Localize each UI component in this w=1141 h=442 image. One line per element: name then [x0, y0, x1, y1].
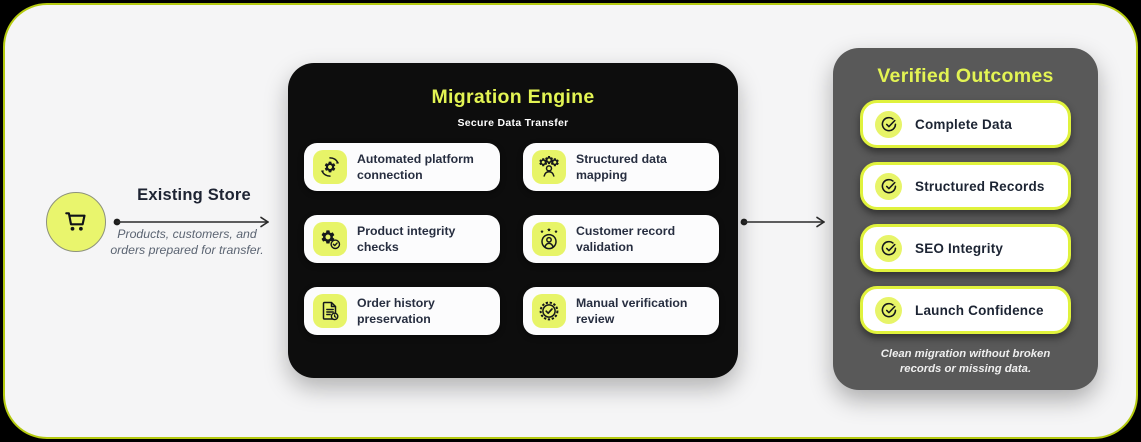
verified-check-icon	[875, 234, 902, 262]
feature-card-order-history: Order history preservation	[304, 287, 500, 335]
source-subtitle: Products, customers, and orders prepared…	[110, 227, 264, 257]
feature-label: Customer record validation	[576, 223, 676, 254]
outcome-card-seo-integrity: SEO Integrity	[860, 224, 1071, 272]
outcome-label: Structured Records	[915, 178, 1045, 194]
outcome-card-complete-data: Complete Data	[860, 100, 1071, 148]
feature-label: Automated platform connection	[357, 151, 474, 182]
outcome-label: Launch Confidence	[915, 302, 1044, 318]
gears-person-icon	[532, 150, 566, 184]
feature-card-data-mapping: Structured data mapping	[523, 143, 719, 191]
feature-card-integrity-checks: Product integrity checks	[304, 215, 500, 263]
store-circle	[46, 192, 106, 252]
feature-card-automated-connection: Automated platform connection	[304, 143, 500, 191]
source-title: Existing Store	[137, 186, 251, 204]
outcome-card-launch-confidence: Launch Confidence	[860, 286, 1071, 334]
shopping-cart-icon	[61, 207, 91, 237]
document-clock-icon	[313, 294, 347, 328]
engine-panel: Migration Engine Secure Data Transfer Au…	[288, 63, 738, 378]
automation-gear-icon	[313, 150, 347, 184]
engine-title: Migration Engine	[431, 86, 595, 108]
feature-label: Structured data mapping	[576, 151, 667, 182]
outcomes-panel: Verified Outcomes Complete Data Structur…	[833, 48, 1098, 390]
feature-label: Manual verification review	[576, 295, 688, 326]
verified-check-icon	[875, 172, 902, 200]
feature-label: Order history preservation	[357, 295, 435, 326]
flow-arrow-source-to-engine	[113, 216, 269, 228]
feature-card-record-validation: Customer record validation	[523, 215, 719, 263]
feature-grid: Automated platform connection Structured…	[304, 143, 719, 335]
verified-check-icon	[875, 110, 902, 138]
outcomes-title: Verified Outcomes	[877, 65, 1054, 87]
outcomes-footer: Clean migration without broken records o…	[880, 348, 1051, 376]
outcome-card-structured-records: Structured Records	[860, 162, 1071, 210]
flow-arrow-engine-to-outcomes	[740, 216, 825, 228]
customer-stars-icon	[532, 222, 566, 256]
verified-check-icon	[875, 296, 902, 324]
outcome-label: SEO Integrity	[915, 240, 1004, 256]
outcome-label: Complete Data	[915, 116, 1013, 132]
outcome-list: Complete Data Structured Records SEO Int…	[860, 100, 1071, 334]
gear-check-icon	[313, 222, 347, 256]
feature-card-manual-review: Manual verification review	[523, 287, 719, 335]
engine-subtitle: Secure Data Transfer	[457, 117, 569, 129]
badge-check-icon	[532, 294, 566, 328]
feature-label: Product integrity checks	[357, 223, 456, 254]
